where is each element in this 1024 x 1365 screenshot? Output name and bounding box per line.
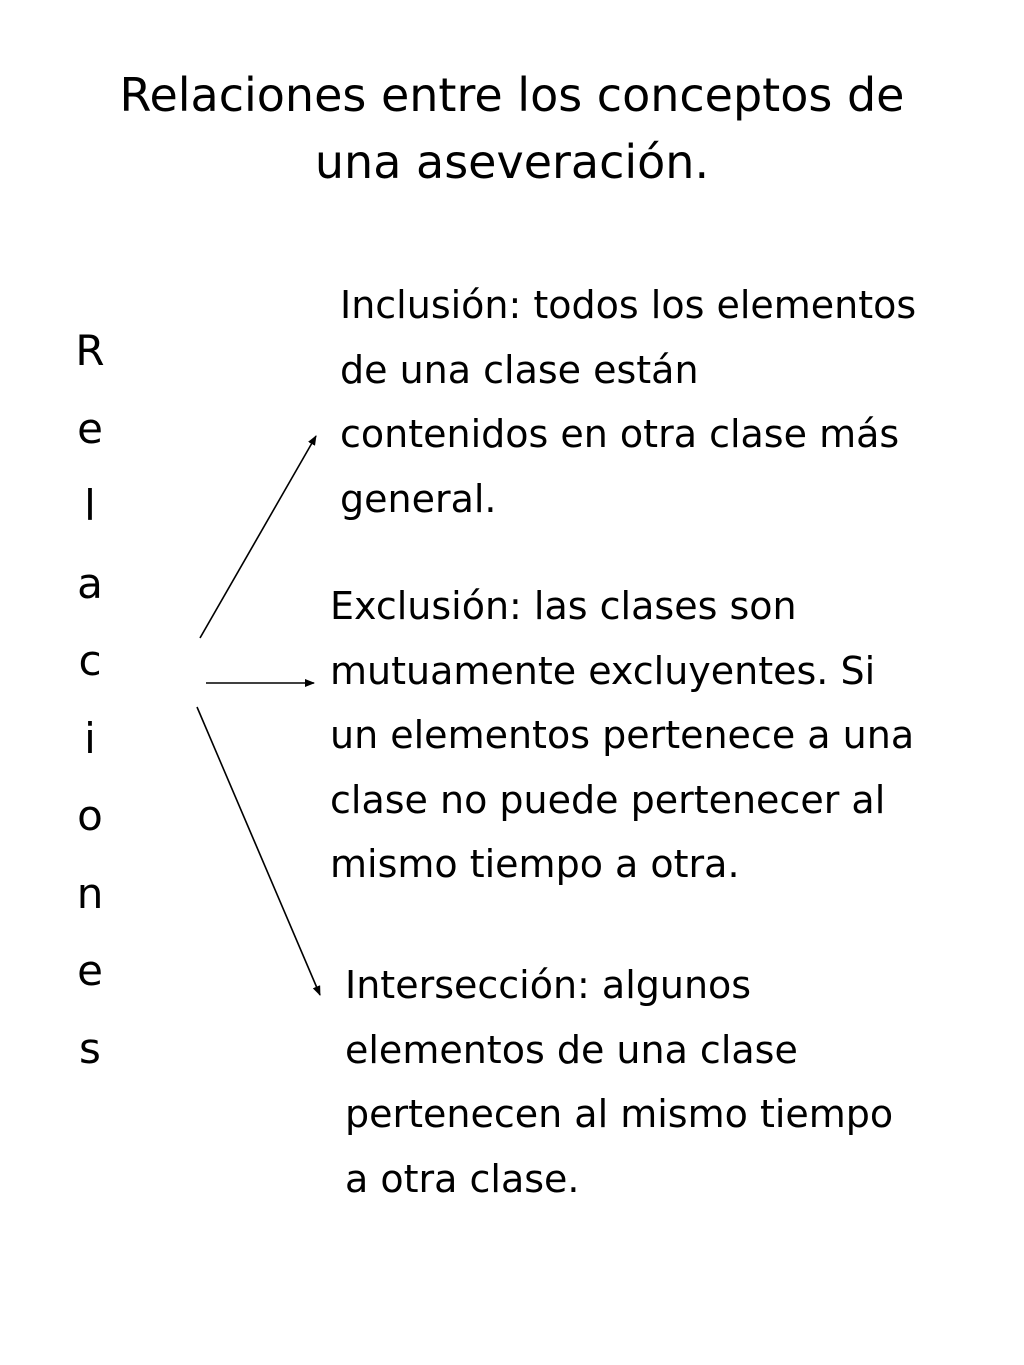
- vertical-letter: l: [84, 481, 96, 530]
- text-line: clase no puede pertenecer al: [330, 777, 886, 822]
- title-line: Relaciones entre los conceptos de: [119, 68, 905, 122]
- vertical-letter: o: [77, 791, 103, 840]
- text-line: contenidos en otra clase más: [340, 412, 900, 456]
- text-line: de una clase están: [340, 347, 699, 392]
- arrow-to-inclusion: [199, 435, 317, 639]
- text-line: general.: [340, 476, 497, 521]
- relation-exclusion-text: Exclusión: las clases son mutuamente exc…: [330, 574, 914, 897]
- text-line: un elementos pertenece a una: [330, 713, 915, 757]
- vertical-letter: e: [77, 403, 103, 453]
- text-line: pertenecen al mismo tiempo: [345, 1092, 894, 1136]
- arrow-to-interseccion: [196, 706, 321, 996]
- text-line: mutuamente excluyentes. Si: [330, 648, 876, 693]
- text-line: mismo tiempo a otra.: [330, 842, 740, 886]
- vertical-letter: n: [76, 868, 104, 918]
- relation-inclusion-text: Inclusión: todos los elementos de una cl…: [340, 273, 916, 531]
- vertical-letter: c: [78, 636, 102, 685]
- text-line: Exclusión: las clases son: [330, 584, 797, 628]
- vertical-letter: a: [77, 558, 103, 608]
- vertical-letter: s: [79, 1023, 101, 1073]
- text-line: elementos de una clase: [345, 1027, 798, 1072]
- text-line: Intersección: algunos: [345, 963, 752, 1007]
- relation-interseccion-text: Intersección: algunos elementos de una c…: [345, 953, 893, 1211]
- vertical-letter: e: [77, 946, 103, 995]
- diagram-title: Relaciones entre los conceptos de una as…: [0, 62, 1024, 196]
- vertical-letter: i: [84, 713, 96, 763]
- text-line: Inclusión: todos los elementos: [340, 283, 917, 327]
- vertical-label-relaciones: R e l a c i o n e s: [60, 318, 120, 1093]
- vertical-letter: R: [75, 326, 105, 375]
- text-line: a otra clase.: [345, 1156, 580, 1201]
- title-line: una aseveración.: [314, 135, 710, 189]
